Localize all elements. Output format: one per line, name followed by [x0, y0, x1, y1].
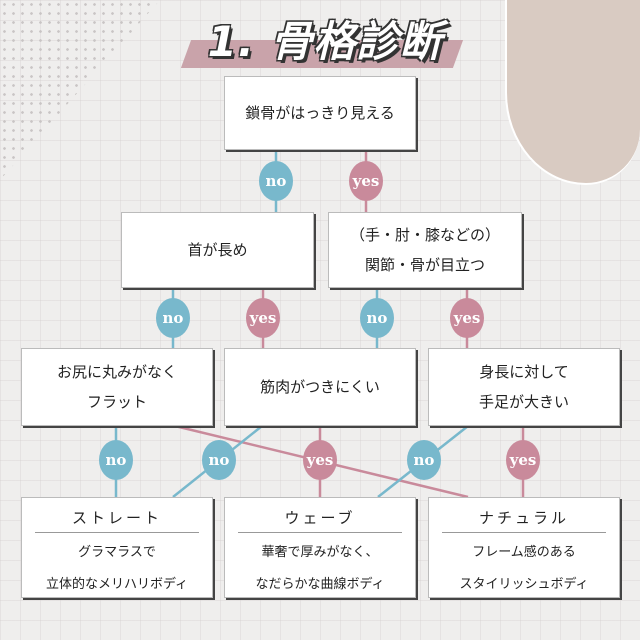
- yes-badge: yes: [303, 440, 337, 480]
- result-wave: ウェーブ 華奢で厚みがなく、なだらかな曲線ボディ: [224, 497, 416, 598]
- question-large-limbs: 身長に対して手足が大きい: [428, 348, 620, 426]
- yes-badge: yes: [349, 161, 383, 201]
- result-title: ストレート: [35, 504, 199, 533]
- result-desc: なだらかな曲線ボディ: [255, 577, 385, 592]
- question-joints: （手・肘・膝などの） 関節・骨が目立つ: [328, 212, 522, 288]
- no-badge: no: [156, 298, 190, 338]
- result-natural: ナチュラル フレーム感のあるスタイリッシュボディ: [428, 497, 620, 598]
- result-straight: ストレート グラマラスで立体的なメリハリボディ: [21, 497, 213, 598]
- result-desc: フレーム感のある: [472, 545, 576, 560]
- result-desc: グラマラスで: [78, 545, 156, 560]
- question-text: お尻に丸みがなく: [56, 363, 177, 381]
- question-text: 筋肉がつきにくい: [260, 378, 380, 396]
- result-desc: 華奢で厚みがなく、: [261, 545, 379, 560]
- question-text: 関節・骨が目立つ: [364, 256, 485, 274]
- result-title: ウェーブ: [238, 504, 402, 533]
- question-long-neck: 首が長め: [121, 212, 314, 288]
- question-text: 鎖骨がはっきり見える: [245, 104, 395, 122]
- decorative-blob: [505, 0, 640, 185]
- no-badge: no: [99, 440, 133, 480]
- question-muscle: 筋肉がつきにくい: [224, 348, 416, 426]
- question-text: （手・肘・膝などの）: [349, 226, 500, 244]
- no-badge: no: [360, 298, 394, 338]
- question-flat-hips: お尻に丸みがなくフラット: [21, 348, 213, 426]
- yes-badge: yes: [246, 298, 280, 338]
- no-badge: no: [259, 161, 293, 201]
- result-desc: スタイリッシュボディ: [459, 577, 589, 592]
- yes-badge: yes: [506, 440, 540, 480]
- question-collarbone: 鎖骨がはっきり見える: [224, 76, 416, 150]
- no-badge: no: [202, 440, 236, 480]
- question-text: 首が長め: [187, 241, 248, 259]
- question-text: 手足が大きい: [478, 393, 569, 411]
- no-badge: no: [407, 440, 441, 480]
- result-desc: 立体的なメリハリボディ: [45, 577, 189, 592]
- question-text: フラット: [86, 393, 147, 411]
- page-title: 1. 骨格診断: [207, 17, 443, 66]
- yes-badge: yes: [450, 298, 484, 338]
- question-text: 身長に対して: [479, 363, 569, 381]
- result-title: ナチュラル: [442, 504, 606, 533]
